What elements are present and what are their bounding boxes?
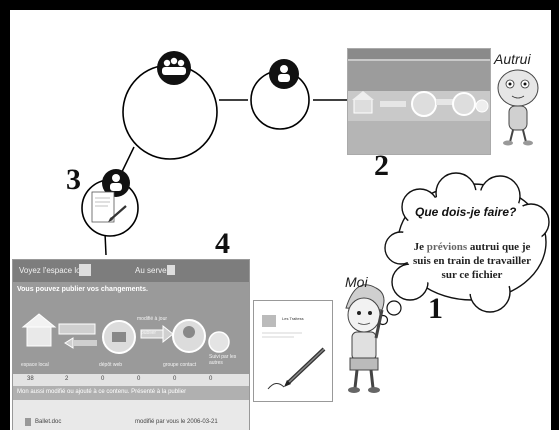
counter: 0 — [137, 376, 140, 382]
label-publier: publier — [141, 330, 156, 336]
local-screenshot-band: Vous pouvez publier vos changements. — [13, 282, 249, 374]
cloud-line-1-post: autrui que je — [467, 241, 530, 253]
file-meta: modifié par vous le 2006-03-21 — [135, 419, 218, 425]
remote-screenshot — [347, 48, 491, 155]
info-text: Mon aussi modifié ou ajouté à ce contenu… — [17, 389, 186, 395]
cloud-line-1: Je prévions autrui que je — [402, 240, 542, 254]
cloud-line-1-pre: Je — [414, 241, 427, 253]
local-screenshot: Voyez l'espace local Au serveur Vous pou… — [12, 259, 250, 430]
server-icon — [167, 265, 175, 275]
label-suivi: Suivi par les autres — [209, 354, 243, 366]
house-icon — [23, 314, 55, 346]
step-number-1: 1 — [428, 294, 443, 324]
moi-label: Moi — [345, 274, 368, 290]
users-group-icon — [157, 51, 191, 85]
label-groupe: groupe contact — [163, 362, 196, 368]
edited-document: Les Traitess — [253, 300, 333, 402]
cloud-line-3: sur ce fichier — [402, 268, 542, 282]
label-modifie: modifié à jour — [137, 316, 167, 322]
counter: 0 — [173, 376, 176, 382]
counter: 0 — [209, 376, 212, 382]
counter: 2 — [65, 376, 68, 382]
document-thumbnail — [92, 192, 114, 222]
house-icon — [79, 264, 91, 276]
autrui-character — [498, 70, 538, 146]
step-number-4: 4 — [215, 229, 230, 259]
cloud-line-2: suis en train de travailler — [402, 254, 542, 268]
user-icon — [269, 59, 299, 89]
pen-icon — [268, 349, 324, 389]
file-name[interactable]: Ballet.doc — [35, 419, 61, 425]
diagram-canvas: Voyez l'espace local Au serveur Vous pou… — [10, 10, 551, 430]
label-depot: dépôt web — [99, 362, 122, 368]
step-number-2: 2 — [374, 151, 389, 181]
autrui-label: Autrui — [494, 51, 531, 67]
label-local: espace local — [21, 362, 49, 368]
folder-icon — [103, 321, 135, 353]
step-number-3: 3 — [66, 165, 81, 195]
file-list: Ballet.doc modifié par vous le 2006-03-2… — [13, 400, 249, 430]
cloud-question: Que dois-je faire? — [415, 205, 516, 219]
local-screenshot-titlebar: Voyez l'espace local Au serveur — [13, 260, 249, 282]
document-art — [254, 301, 332, 401]
counter: 0 — [101, 376, 104, 382]
remote-screenshot-lower — [348, 121, 490, 154]
counters-bar: 38 2 0 0 0 0 — [13, 374, 249, 386]
counter: 38 — [27, 376, 34, 382]
info-bar: Mon aussi modifié ou ajouté à ce contenu… — [13, 386, 249, 400]
cloud-line-1-highlight: prévions — [427, 241, 467, 253]
cloud-message: Je prévions autrui que je suis en train … — [402, 240, 542, 282]
users-group-icon — [173, 320, 205, 352]
moi-character — [346, 285, 384, 393]
file-icon — [25, 418, 31, 426]
